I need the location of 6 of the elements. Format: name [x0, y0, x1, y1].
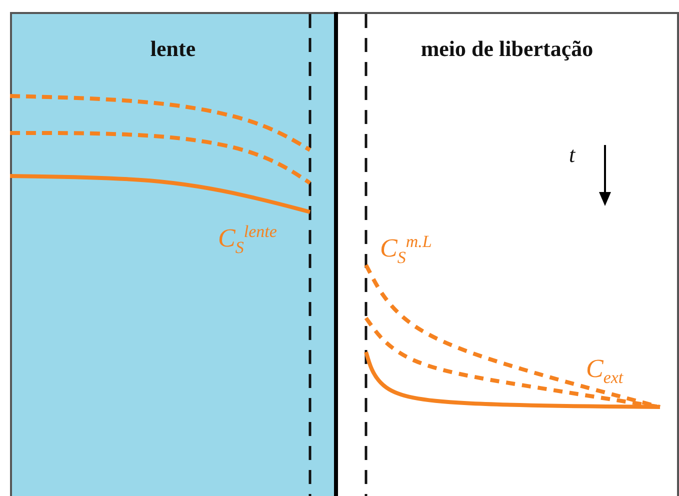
region-panel [10, 12, 334, 496]
region-heading: lente [150, 36, 196, 61]
region-panel [337, 12, 679, 496]
concentration-label: C$_{ext}$ [586, 354, 624, 388]
region-heading: meio de libertação [420, 36, 594, 61]
time-symbol: t [569, 142, 576, 168]
